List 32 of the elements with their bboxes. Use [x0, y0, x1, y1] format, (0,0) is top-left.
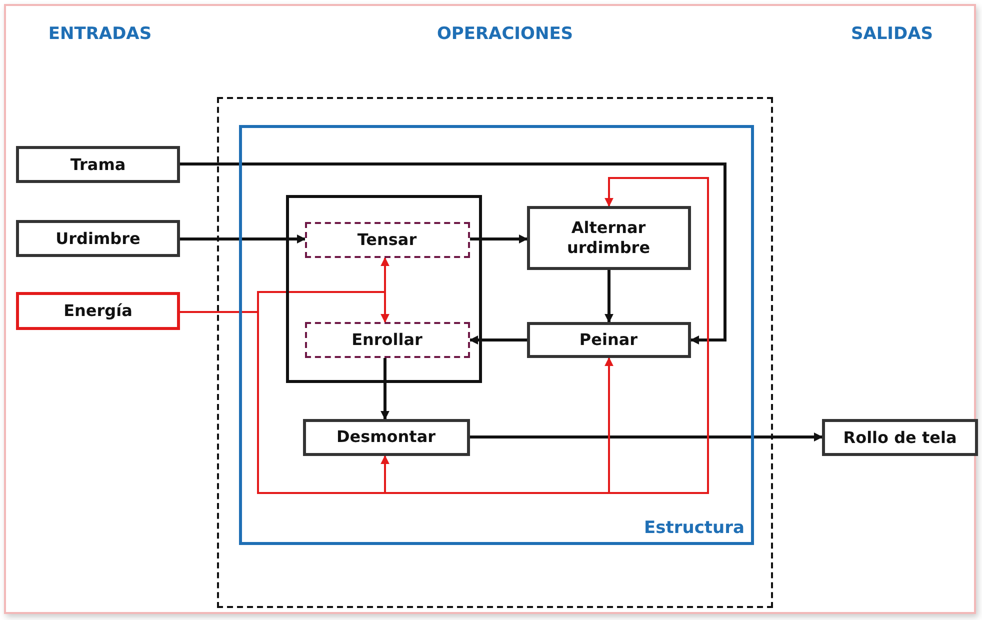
- arrow: [380, 358, 390, 420]
- process-label: Rollo de tela: [842, 428, 958, 448]
- arrow: [180, 234, 306, 244]
- input-box: [16, 220, 180, 257]
- structure-box: [238, 124, 754, 544]
- input-box: [16, 292, 180, 330]
- process-box: [526, 206, 690, 270]
- process-box: [526, 322, 690, 358]
- process-label: Energía: [62, 301, 134, 321]
- arrow: [470, 234, 528, 244]
- process-label: Urdimbre: [54, 228, 142, 248]
- column-heading: ENTRADAS: [47, 24, 153, 44]
- column-heading: OPERACIONES: [436, 24, 574, 44]
- process-label: Alternar urdimbre: [566, 218, 652, 258]
- process-box: [302, 418, 470, 456]
- arrow: [470, 432, 823, 442]
- process-label: Peinar: [578, 330, 639, 350]
- input-box: [16, 146, 180, 183]
- column-heading: SALIDAS: [850, 24, 934, 44]
- process-box: [822, 419, 978, 456]
- process-label: Desmontar: [335, 427, 437, 447]
- process-label: Tensar: [356, 230, 418, 250]
- arrow: [604, 270, 614, 323]
- subprocess-box: [304, 222, 470, 258]
- arrow: [469, 336, 527, 344]
- subprocess-box: [304, 322, 470, 358]
- process-group-box: [286, 194, 482, 382]
- structure-label: Estructura: [644, 518, 744, 540]
- arrow: [180, 162, 726, 344]
- dashed-boundary-box: [217, 97, 773, 608]
- process-label: Enrollar: [350, 330, 424, 350]
- process-label: Trama: [69, 154, 127, 174]
